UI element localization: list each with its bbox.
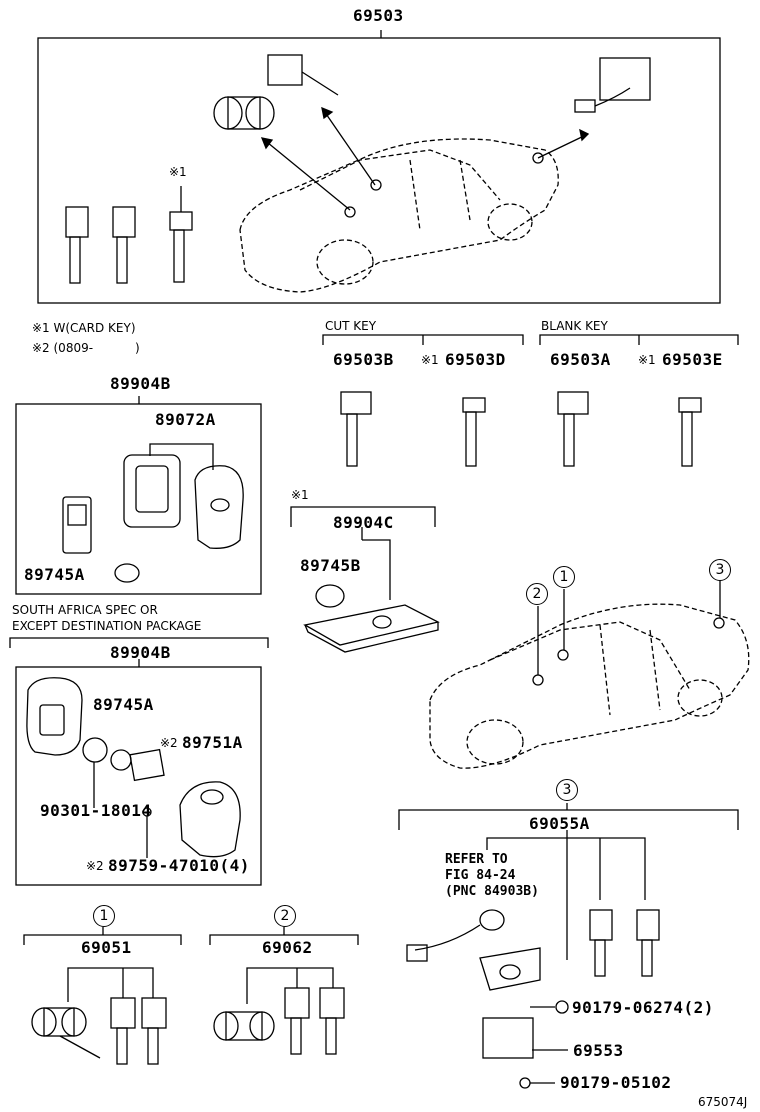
label-89745b: 89745B: [300, 556, 361, 575]
spec-note-1: SOUTH AFRICA SPEC OR: [12, 603, 158, 617]
label-blank-key: BLANK KEY: [541, 319, 608, 333]
circle-2-car: 2: [526, 583, 548, 605]
label-cut-key: CUT KEY: [325, 319, 377, 333]
label-note1-mark: ※1: [169, 165, 187, 179]
label-89745a-2: 89745A: [93, 695, 154, 714]
circle-3-group: 3: [556, 779, 578, 801]
car-callout-lines: [532, 580, 725, 686]
mark-2-screw: ※2: [86, 859, 104, 873]
circle-1-car: 1: [553, 566, 575, 588]
loose-keys: [340, 391, 702, 467]
label-89904b-2: 89904B: [110, 643, 171, 662]
key-set-top: [65, 186, 193, 284]
label-69503: 69503: [353, 6, 404, 25]
car-outline-bottom: [429, 603, 750, 769]
label-69503e: 69503E: [662, 350, 723, 369]
label-89759-47010: 89759-47010(4): [108, 856, 250, 875]
label-89745a-1: 89745A: [24, 565, 85, 584]
mark-1-d: ※1: [421, 353, 439, 367]
label-89751a: 89751A: [182, 733, 243, 752]
label-89904b-1: 89904B: [110, 374, 171, 393]
door-cylinder-group-2: [209, 927, 359, 1055]
note-2: ※2 (0809-: [32, 341, 94, 355]
note-1: ※1 W(CARD KEY): [32, 321, 136, 335]
ignition-group: [398, 803, 739, 1089]
top-assembly-frame: [37, 37, 721, 304]
mark-1-e: ※1: [638, 353, 656, 367]
cut-blank-key-brackets: [322, 334, 739, 345]
circle-3-car: 3: [709, 559, 731, 581]
label-89072a: 89072A: [155, 410, 216, 429]
spec-note-2: EXCEPT DESTINATION PACKAGE: [12, 619, 202, 633]
cylinder-part-top: [213, 54, 651, 130]
pointer-arrows-top: [260, 106, 590, 218]
label-90179-06274: 90179-06274(2): [572, 998, 714, 1017]
refer-line-1: REFER TO: [445, 852, 508, 867]
car-outline-top: [239, 138, 559, 293]
label-90301-18014: 90301-18014: [40, 801, 152, 820]
label-69503b: 69503B: [333, 350, 394, 369]
label-89904c: 89904C: [333, 513, 394, 532]
note-2-close: ): [135, 341, 140, 355]
transmitter-parts-2: [26, 677, 241, 858]
circle-2-group: 2: [274, 905, 296, 927]
label-69503d: 69503D: [445, 350, 506, 369]
label-90179-05102: 90179-05102: [560, 1073, 672, 1092]
door-cylinder-group-1: [23, 927, 182, 1065]
label-69051: 69051: [81, 938, 132, 957]
card-key-group: [290, 506, 440, 653]
mark-2-cover: ※2: [160, 736, 178, 750]
refer-line-3: (PNC 84903B): [445, 884, 539, 899]
label-69503a: 69503A: [550, 350, 611, 369]
label-69055a: 69055A: [529, 814, 590, 833]
mark-1-card: ※1: [291, 488, 309, 502]
label-69553: 69553: [573, 1041, 624, 1060]
transmitter-parts-1: [62, 443, 244, 583]
circle-1-group: 1: [93, 905, 115, 927]
refer-line-2: FIG 84-24: [445, 868, 516, 883]
figure-code: 675074J: [698, 1095, 748, 1109]
label-69062: 69062: [262, 938, 313, 957]
